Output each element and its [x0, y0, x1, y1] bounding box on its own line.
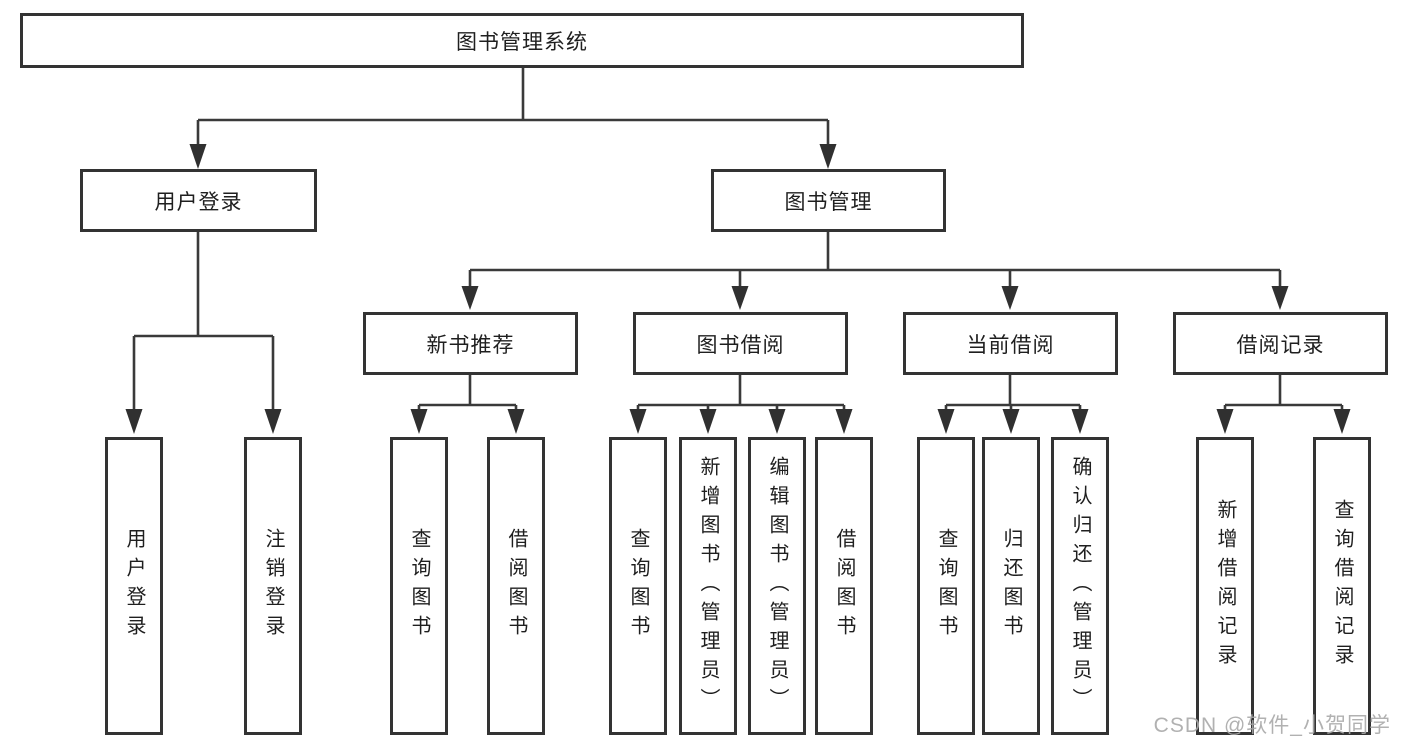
node-book-borrow-label: 图书借阅: [696, 333, 785, 357]
arrow-down-icon: [189, 144, 207, 169]
node-library-system-root: 图书管理系统: [20, 13, 1024, 68]
arrow-down-icon: [507, 409, 525, 434]
edge-current-borrow-to-leaves: [937, 375, 1089, 434]
arrow-down-icon: [1333, 409, 1351, 434]
node-borrow-records: 借阅记录: [1173, 312, 1388, 375]
edge-user-login-to-leaves: [125, 232, 282, 434]
node-leaf-return-books: 归还图书: [982, 437, 1040, 735]
edge-root-to-level2: [189, 68, 837, 169]
node-book-borrow: 图书借阅: [633, 312, 848, 375]
arrow-down-icon: [264, 409, 282, 434]
arrow-down-icon: [1216, 409, 1234, 434]
edge-book-borrow-to-leaves: [629, 375, 853, 434]
node-leaf-add-borrow-record: 新增借阅记录: [1196, 437, 1254, 735]
node-leaf-add-borrow-record-label: 新增借阅记录: [1214, 499, 1236, 673]
arrow-down-icon: [819, 144, 837, 169]
arrow-down-icon: [410, 409, 428, 434]
node-leaf-query-books-current: 查询图书: [917, 437, 975, 735]
arrow-down-icon: [1071, 409, 1089, 434]
edge-borrow-records-to-leaves: [1216, 375, 1351, 434]
node-leaf-borrow-books-recommend-label: 借阅图书: [505, 528, 527, 644]
node-leaf-query-books-borrow: 查询图书: [609, 437, 667, 735]
node-leaf-borrow-books-recommend: 借阅图书: [487, 437, 545, 735]
node-leaf-query-books-borrow-label: 查询图书: [627, 528, 649, 644]
arrow-down-icon: [1001, 286, 1019, 310]
arrow-down-icon: [629, 409, 647, 434]
node-leaf-confirm-return-admin: 确认归还（管理员）: [1051, 437, 1109, 735]
arrow-down-icon: [1002, 409, 1020, 434]
arrow-down-icon: [1271, 286, 1289, 310]
node-leaf-query-borrow-record-label: 查询借阅记录: [1331, 499, 1353, 673]
edge-new-book-recommend-to-leaves: [410, 375, 525, 434]
arrow-down-icon: [731, 286, 749, 310]
arrow-down-icon: [461, 286, 479, 310]
node-leaf-borrow-books-label: 借阅图书: [833, 528, 855, 644]
node-leaf-query-books-recommend-label: 查询图书: [408, 528, 430, 644]
node-leaf-confirm-return-admin-label: 确认归还（管理员）: [1069, 455, 1091, 717]
node-new-book-recommend-label: 新书推荐: [426, 333, 515, 357]
node-book-management-label: 图书管理: [784, 190, 873, 214]
node-leaf-edit-book-admin: 编辑图书（管理员）: [748, 437, 806, 735]
node-leaf-add-book-admin: 新增图书（管理员）: [679, 437, 737, 735]
node-leaf-logout-label: 注销登录: [262, 528, 284, 644]
node-leaf-query-books-current-label: 查询图书: [935, 528, 957, 644]
arrow-down-icon: [768, 409, 786, 434]
arrow-down-icon: [937, 409, 955, 434]
node-leaf-user-login: 用户登录: [105, 437, 163, 735]
node-leaf-add-book-admin-label: 新增图书（管理员）: [697, 455, 719, 717]
arrow-down-icon: [699, 409, 717, 434]
node-leaf-user-login-label: 用户登录: [123, 528, 145, 644]
edge-book-management-to-level3: [461, 232, 1289, 310]
node-new-book-recommend: 新书推荐: [363, 312, 578, 375]
node-leaf-query-borrow-record: 查询借阅记录: [1313, 437, 1371, 735]
arrow-down-icon: [125, 409, 143, 434]
node-leaf-return-books-label: 归还图书: [1000, 528, 1022, 644]
csdn-watermark: CSDN @软件_小贺同学: [1153, 714, 1391, 737]
arrow-down-icon: [835, 409, 853, 434]
node-borrow-records-label: 借阅记录: [1236, 333, 1325, 357]
node-current-borrow: 当前借阅: [903, 312, 1118, 375]
node-leaf-query-books-recommend: 查询图书: [390, 437, 448, 735]
node-user-login-label: 用户登录: [154, 190, 243, 214]
node-book-management: 图书管理: [711, 169, 946, 232]
node-library-system-root-label: 图书管理系统: [456, 30, 588, 54]
node-leaf-edit-book-admin-label: 编辑图书（管理员）: [766, 455, 788, 717]
node-leaf-borrow-books: 借阅图书: [815, 437, 873, 735]
node-current-borrow-label: 当前借阅: [966, 333, 1055, 357]
node-user-login: 用户登录: [80, 169, 317, 232]
node-leaf-logout: 注销登录: [244, 437, 302, 735]
